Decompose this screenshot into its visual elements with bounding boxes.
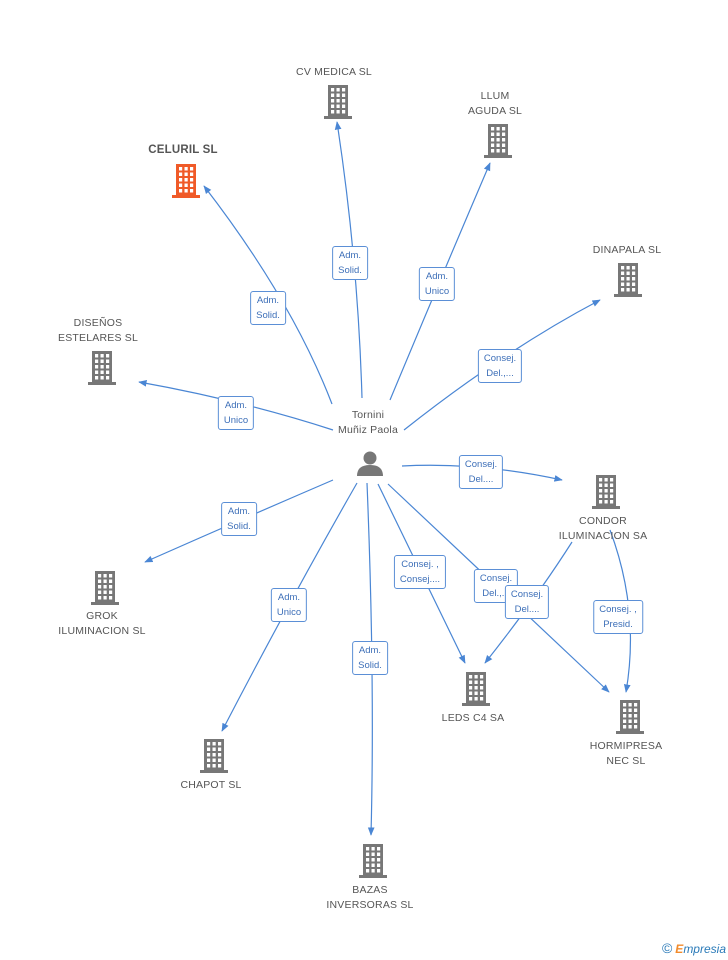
edge-label-line: Del.... <box>468 474 494 485</box>
edge-label-person-chapot: Adm. Unico <box>270 588 308 622</box>
edge-label-line: Adm. <box>338 250 362 261</box>
company-label-line: CV MEDICA SL <box>296 66 372 78</box>
edge-label-person-bazas: Adm. Solid. <box>352 641 388 675</box>
company-label-line: LLUM <box>480 90 510 102</box>
edge-label-line: Del.,... <box>486 368 514 379</box>
edge-label-line: Adm. <box>256 295 280 306</box>
edge-label-line: Solid. <box>338 265 362 276</box>
company-label-line: HORMIPRESA <box>589 740 663 752</box>
icon-layer <box>88 85 644 878</box>
company-label-disenos[interactable]: DISEÑOS ESTELARES SL <box>58 316 138 346</box>
company-label-llum[interactable]: LLUM AGUDA SL <box>468 89 522 119</box>
edge-label-line: Solid. <box>227 521 251 532</box>
edge-label-person-llum: Adm. Solid. <box>332 246 368 280</box>
brand-initial: E <box>675 942 684 956</box>
company-label-line: CHAPOT SL <box>180 779 242 791</box>
company-label-hormi[interactable]: HORMIPRESA NEC SL <box>590 739 663 769</box>
edge-label-condor-leds: Consej. Del.... <box>504 585 550 619</box>
edge-label-line: Solid. <box>256 310 280 321</box>
company-label-line: BAZAS <box>352 884 388 896</box>
edge-label-person-disenos: Adm. Unico <box>217 396 255 430</box>
building-icon-bazas[interactable] <box>359 844 387 878</box>
building-icon-leds[interactable] <box>462 672 490 706</box>
company-label-line: NEC SL <box>606 755 646 767</box>
company-label-line: DISEÑOS <box>73 317 123 329</box>
building-icon-condor[interactable] <box>592 475 620 509</box>
edge-label-line: Del.,... <box>482 588 510 599</box>
edge-label-line: Consej. <box>464 459 498 470</box>
company-label-line: AGUDA SL <box>467 105 523 117</box>
person-label-line: Muñiz Paola <box>338 424 398 436</box>
company-label-grok[interactable]: GROK ILUMINACION SL <box>58 609 145 639</box>
edge-label-line: Unico <box>424 286 450 297</box>
building-icon-disenos[interactable] <box>88 351 116 385</box>
company-label-line: ILUMINACION SA <box>558 530 648 542</box>
edge-label-line: Consej. <box>479 573 513 584</box>
building-icon-chapot[interactable] <box>200 739 228 773</box>
company-label-line: DINAPALA SL <box>592 244 662 256</box>
company-label-celuril[interactable]: CELURIL SL <box>148 143 218 158</box>
edge-label-line: Adm. <box>227 506 251 517</box>
company-label-line: INVERSORAS SL <box>326 899 414 911</box>
footer-brand: ©Empresia <box>662 940 726 956</box>
company-label-line: CONDOR <box>579 515 627 527</box>
building-icon-dinapala[interactable] <box>614 263 642 297</box>
edge-label-person-condor: Consej. Del.... <box>458 455 504 489</box>
company-label-cv[interactable]: CV MEDICA SL <box>296 65 372 80</box>
building-icon-grok[interactable] <box>91 571 119 605</box>
company-label-condor[interactable]: CONDOR ILUMINACION SA <box>559 514 648 544</box>
edge-label-person-celuril: Adm. Unico <box>418 267 456 301</box>
building-icon-celuril[interactable] <box>172 164 200 198</box>
company-label-line: CELURIL SL <box>148 144 218 156</box>
edge-label-person-grok: Adm. Solid. <box>221 502 257 536</box>
edge-label-line: Adm. <box>358 645 382 656</box>
company-label-leds[interactable]: LEDS C4 SA <box>442 711 505 726</box>
building-icon-hormi[interactable] <box>616 700 644 734</box>
brand-name: mpresia <box>683 942 726 956</box>
edge-label-line: Consej. , <box>401 559 439 570</box>
edge-label-line: Presid. <box>603 619 633 630</box>
edge-label-line: Adm. <box>277 592 301 603</box>
building-icon-llum[interactable] <box>484 124 512 158</box>
edge-label-line: Adm. <box>224 400 248 411</box>
company-label-line: ESTELARES SL <box>57 332 139 344</box>
company-label-dinapala[interactable]: DINAPALA SL <box>593 243 662 258</box>
copyright-icon: © <box>661 940 673 956</box>
edge-label-line: Adm. <box>425 271 449 282</box>
edge-label-person-cv: Adm. Solid. <box>250 291 286 325</box>
edge-label-line: Unico <box>223 415 249 426</box>
edge-label-condor-hormi: Consej. , Presid. <box>593 600 643 634</box>
person-icon[interactable] <box>357 451 383 477</box>
edge-label-line: Consej. <box>483 353 517 364</box>
edge-label-line: Consej. <box>510 589 544 600</box>
edge-label-person-leds: Consej. , Consej.... <box>393 555 447 589</box>
company-label-line: LEDS C4 SA <box>441 712 505 724</box>
person-label-line: Tornini <box>351 409 385 421</box>
edge-label-line: Consej.... <box>399 574 441 585</box>
edge-label-person-dinapala: Consej. Del.,... <box>477 349 523 383</box>
company-label-chapot[interactable]: CHAPOT SL <box>180 778 241 793</box>
edge-label-line: Unico <box>276 607 302 618</box>
edge-layer <box>138 121 632 836</box>
company-label-bazas[interactable]: BAZAS INVERSORAS SL <box>326 883 413 913</box>
company-label-line: ILUMINACION SL <box>58 625 146 637</box>
edge-label-line: Del.... <box>514 604 540 615</box>
building-icon-cv[interactable] <box>324 85 352 119</box>
company-label-line: GROK <box>86 610 118 622</box>
edge-label-line: Solid. <box>358 660 382 671</box>
edge-label-line: Consej. , <box>599 604 637 615</box>
